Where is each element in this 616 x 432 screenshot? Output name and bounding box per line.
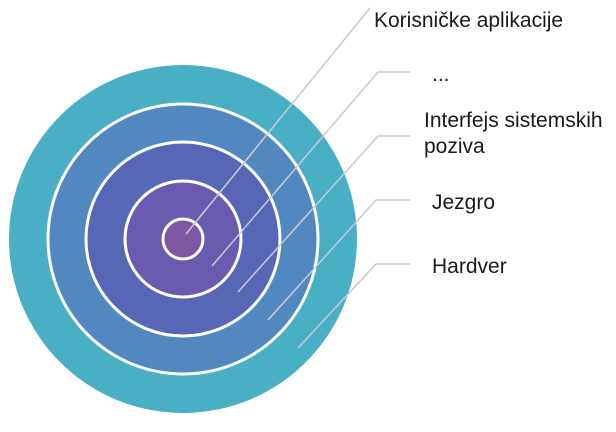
leader-line-syscall [237,135,410,293]
leader-line-dots [211,71,410,267]
label-kernel: Jezgro [432,191,496,214]
leader-line-hardware [297,263,410,349]
ring-user-apps [161,217,205,261]
label-user-applications: Korisničke aplikacije [374,9,564,32]
leader-line-kernel [267,199,410,321]
label-ellipsis: ... [432,63,450,86]
label-syscall-interface: Interfejs sistemskih poziva [424,109,603,158]
label-hardware: Hardver [432,255,507,278]
leader-line-apps [185,7,371,235]
